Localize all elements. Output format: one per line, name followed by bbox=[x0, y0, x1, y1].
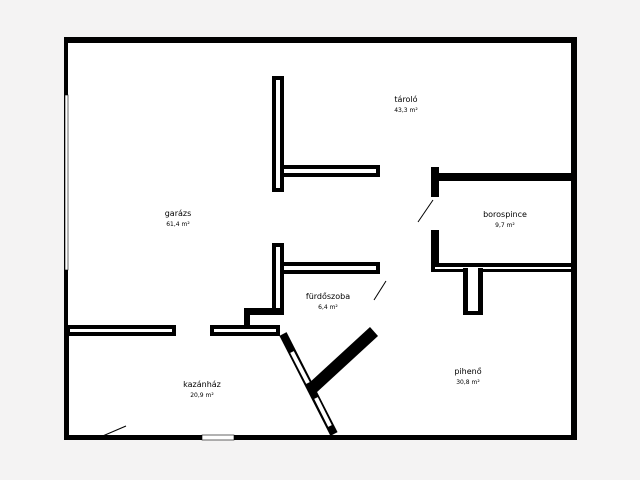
room-borospince: borospince 9,7 m² bbox=[483, 210, 527, 229]
diagonal-window-walls bbox=[279, 332, 338, 436]
room-tarolo: tároló 43,3 m² bbox=[394, 94, 418, 114]
room-area: 9,7 m² bbox=[495, 222, 515, 229]
room-name: kazánház bbox=[183, 380, 221, 389]
window-kazanhaz-bottom bbox=[201, 434, 235, 441]
room-garazs: garázs 61,4 m² bbox=[165, 209, 192, 228]
room-furdoszoba: fürdőszoba 6,4 m² bbox=[306, 292, 350, 311]
window-garage-left bbox=[64, 94, 69, 271]
room-area: 6,4 m² bbox=[318, 304, 338, 311]
room-area: 43,3 m² bbox=[394, 107, 418, 114]
room-name: pihenő bbox=[454, 367, 481, 376]
room-name: borospince bbox=[483, 210, 527, 219]
room-name: tároló bbox=[394, 94, 417, 104]
room-name: garázs bbox=[165, 209, 192, 218]
room-area: 61,4 m² bbox=[166, 221, 190, 228]
room-kazanhaz: kazánház 20,9 m² bbox=[183, 380, 221, 399]
room-name: fürdőszoba bbox=[306, 292, 350, 301]
floor-area bbox=[66, 40, 574, 438]
room-area: 20,9 m² bbox=[190, 392, 214, 399]
door-swings bbox=[97, 199, 434, 439]
interior-walls bbox=[66, 76, 575, 393]
room-labels: garázs 61,4 m² tároló 43,3 m² borospince… bbox=[165, 94, 527, 399]
room-piheno: pihenő 30,8 m² bbox=[454, 367, 481, 386]
room-area: 30,8 m² bbox=[456, 379, 480, 386]
